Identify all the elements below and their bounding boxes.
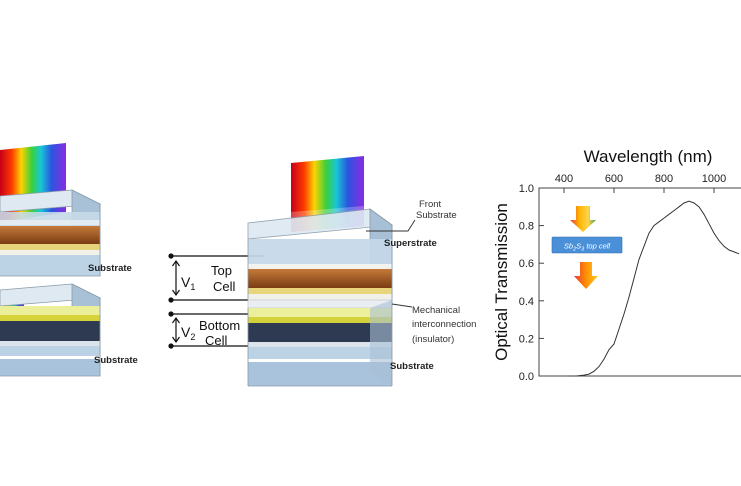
plot-frame <box>538 187 741 377</box>
interconnect-label-line1: Mechanical <box>412 305 460 316</box>
inset-transmitted-arrow <box>574 262 598 289</box>
y-axis-label: Optical Transmission <box>492 203 511 361</box>
middle-device-stack <box>247 156 394 387</box>
v2-label: V2 <box>181 324 195 342</box>
inset-incident-arrow <box>570 206 596 232</box>
left-bottom-cell-block <box>0 283 102 377</box>
front-substrate-label-line2: Substrate <box>416 210 457 221</box>
x-tick-label: 400 <box>555 173 573 185</box>
bottom-cell-label-line2: Cell <box>205 333 228 348</box>
x-axis-label: Wavelength (nm) <box>584 147 713 166</box>
top-cell-label-line2: Cell <box>213 279 236 294</box>
bottom-cell-label-line1: Bottom <box>199 318 240 333</box>
terminal-dot <box>168 343 174 349</box>
left-top-cell-block <box>0 189 102 277</box>
left-bottom-substrate-label: Substrate <box>94 355 138 366</box>
left-device-stack: Substrate Substrate <box>0 143 138 377</box>
interconnect-label-line2: interconnection <box>412 319 476 330</box>
y-tick-label: 0.4 <box>519 296 534 308</box>
middle-substrate-label: Substrate <box>390 361 434 372</box>
x-tick-label: 1000 <box>702 173 726 185</box>
middle-annotation-leaders <box>366 219 416 308</box>
terminal-dots <box>168 253 174 349</box>
y-tick-label: 0.6 <box>519 258 534 270</box>
left-top-substrate-label: Substrate <box>88 263 132 274</box>
front-substrate-label-line1: Front <box>419 199 442 210</box>
middle-top-cell-block <box>247 208 394 301</box>
top-cell-label-line1: Top <box>211 263 232 278</box>
x-tick-label: 800 <box>655 173 673 185</box>
x-tick-label: 600 <box>605 173 623 185</box>
interconnection-layer <box>247 299 393 309</box>
y-tick-label: 0.2 <box>519 333 534 345</box>
inset-cell-label: Sb2S3 top cell <box>564 242 611 253</box>
interconnect-label-line3: (insulator) <box>412 334 454 345</box>
terminal-dot <box>168 253 174 259</box>
chart-ticks: 0.0 0.2 0.4 0.6 0.8 1.0 400 600 800 1000 <box>519 173 727 383</box>
y-tick-label: 1.0 <box>519 183 534 195</box>
v1-label: V1 <box>181 274 195 292</box>
terminal-dot <box>168 297 174 303</box>
transmission-series-line <box>569 200 740 377</box>
terminal-dot <box>168 311 174 317</box>
y-tick-label: 0.0 <box>519 371 534 383</box>
inset-cell-box: Sb2S3 top cell <box>551 236 623 254</box>
superstrate-label: Superstrate <box>384 238 437 249</box>
middle-bottom-cell-block <box>247 300 393 387</box>
transmission-chart: 0.0 0.2 0.4 0.6 0.8 1.0 400 600 800 1000 Waveleng… <box>492 147 741 383</box>
y-tick-label: 0.8 <box>519 221 534 233</box>
